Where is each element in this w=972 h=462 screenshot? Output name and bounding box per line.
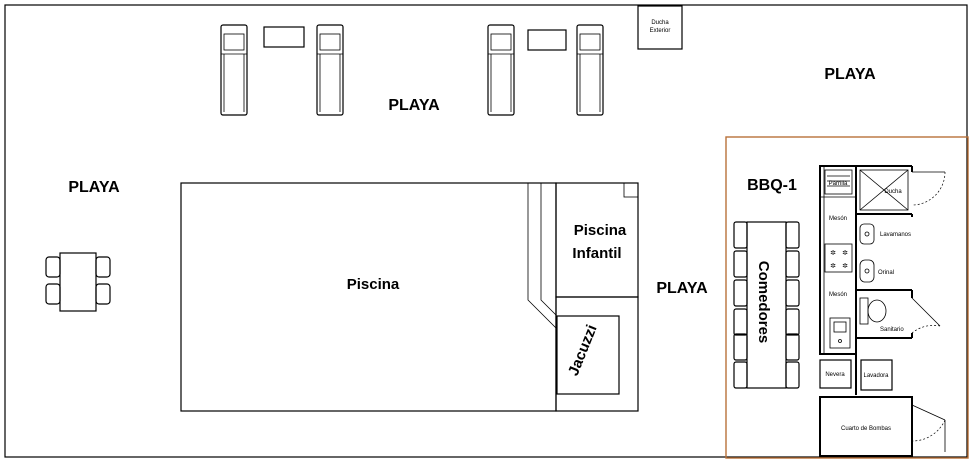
meson-counter: Parrilla Mesón ✲ ✲ ✲ ✲ Mesón [819,165,857,355]
sanitario-label: Sanitario [880,327,904,333]
pool-steps [527,183,557,329]
sanitario [859,297,887,325]
playa-label-top-center: PLAYA [388,97,440,114]
lavadora-label: Lavadora [863,373,889,379]
dining-table [59,252,97,312]
ducha-label: Ducha [884,189,902,195]
jacuzzi [556,315,620,395]
bathroom-block [855,165,913,395]
burner-icon: ✲ [830,249,836,257]
door-swing-ducha [911,171,946,206]
pool-corner-box [623,182,639,198]
ducha-exterior-label: Ducha [651,20,669,26]
door-swing-sanitario [911,297,941,334]
side-table [263,26,305,48]
lavadora [860,359,893,391]
lounger-group-left [220,24,344,116]
door-swing-bombas [911,404,946,452]
lounge-chair [220,24,248,116]
cuarto-de-bombas-label: Cuarto de Bombas [841,426,891,432]
lounge-chair [316,24,344,116]
ducha-exterior [637,5,683,50]
ducha-exterior-label: Exterior [650,28,671,34]
orinal-label: Orinal [878,270,894,276]
piscina-infantil [555,182,639,298]
comedores [733,221,800,389]
meson-label-2: Mesón [829,292,847,298]
orinal [859,259,875,283]
lounge-chair [487,24,515,116]
property-boundary [4,4,968,458]
jacuzzi-outer [555,296,639,412]
piscina-label: Piscina [347,276,400,293]
nevera [819,359,852,389]
bbq-area [725,136,969,459]
burner-icon: ✲ [842,249,848,257]
lounge-chair [576,24,604,116]
nevera-label: Nevera [825,372,845,378]
stove [824,243,853,273]
dining-set-left [45,252,111,312]
lounger-group-right [487,24,604,116]
lavamanos-label: Lavamanos [880,232,911,238]
comedores-table [746,221,787,389]
piscina-infantil-label: Piscina [574,222,627,239]
kitchen-sink [829,317,851,349]
playa-label-center-right: PLAYA [656,280,708,297]
jacuzzi-label: Jacuzzi [565,322,601,378]
ducha [859,169,909,211]
piscina [180,182,557,412]
comedores-label: Comedores [755,261,772,344]
burner-icon: ✲ [842,262,848,270]
lavamanos [859,223,875,245]
parrilla-label: Parrilla [829,181,848,187]
bbq-label: BBQ-1 [747,177,797,194]
cuarto-de-bombas [819,396,913,457]
playa-label-top-right: PLAYA [824,66,876,83]
parrilla [824,169,853,195]
side-table [527,29,567,51]
meson-label-1: Mesón [829,216,847,222]
playa-label-left: PLAYA [68,179,120,196]
burner-icon: ✲ [830,262,836,270]
piscina-infantil-label: Infantil [572,245,621,262]
